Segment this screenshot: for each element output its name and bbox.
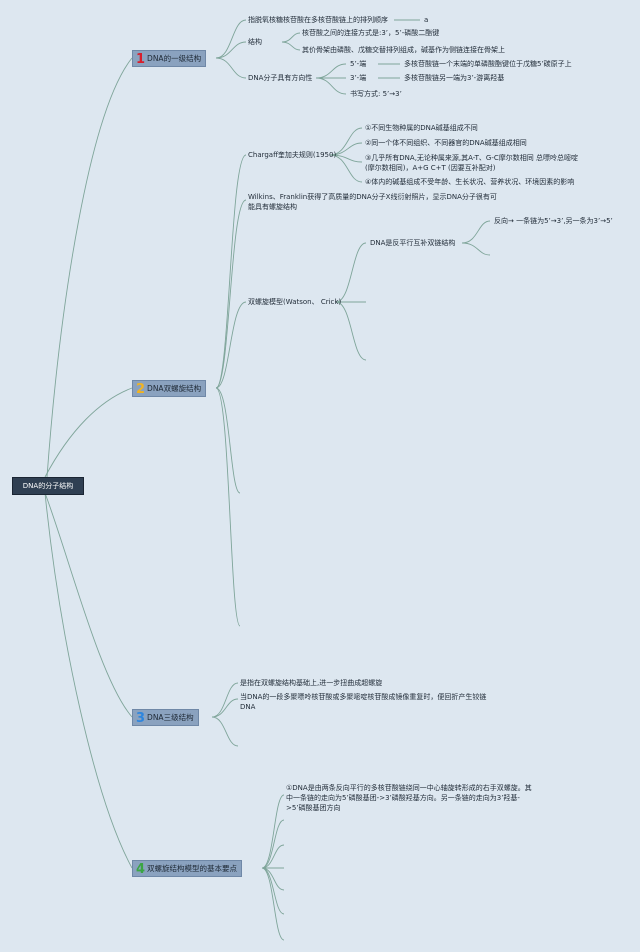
b2-antiparallel: DNA是反平行互补双链结构 [370, 239, 456, 247]
b1-definition-note: a [424, 16, 429, 24]
branch-4-number: 4 [136, 862, 146, 877]
b1-end-3: 3’-端 [350, 74, 367, 82]
b1-direction: DNA分子具有方向性 [248, 74, 313, 82]
b1-end-5: 5’-端 [350, 60, 367, 68]
b4-point-1: ①DNA是由两条反向平行的多核苷酸链绕同一中心轴旋转形成的右手双螺旋。其中一条链… [286, 784, 532, 812]
b2-chargaff: Chargaff奎加夫规则(1950) [248, 151, 337, 159]
b1-structure-link: 核苷酸之间的连接方式是:3’，5’-磷酸二酯键 [302, 29, 440, 37]
b2-rule-1: ①不同生物种属的DNA碱基组成不同 [365, 124, 478, 132]
branch-1-number: 1 [136, 52, 146, 67]
root-topic[interactable]: DNA的分子结构 [12, 477, 84, 495]
b1-structure-backbone: 其价骨架由磷酸、戊糖交替排列组成，碱基作为侧链连接在骨架上 [302, 46, 505, 54]
b2-model: 双螺旋模型(Watson、 Crick) [248, 298, 342, 306]
branch-2-number: 2 [136, 382, 146, 397]
b2-rule-2: ②同一个体不同组织、不同器官的DNA碱基组成相同 [365, 139, 527, 147]
b3-item-2: 当DNA的一段多聚嘌呤核苷酸或多聚嘧啶核苷酸成镜像重复时，便回折产生铰链DNA [240, 693, 487, 711]
branch-3-number: 3 [136, 711, 146, 726]
b3-item-1: 是指在双螺旋结构基础上,进一步扭曲成超螺旋 [240, 679, 383, 687]
b2-antiparallel-detail: 反向→ 一条链为5’→3’,另一条为3’→5’ [494, 217, 613, 225]
b1-end-5-desc: 多核苷酸链一个末端的单磷酸酯键位于戊糖5’碳原子上 [404, 60, 572, 68]
b2-wilkins: Wilkins、Franklin获得了高质量的DNA分子X线衍射照片，显示DNA… [248, 193, 497, 211]
b1-end-3-desc: 多核苷酸链另一端为3’-游离羟基 [404, 74, 505, 82]
b1-structure: 结构 [248, 38, 262, 46]
b1-definition: 指脱氧核糖核苷酸在多核苷酸链上的排列顺序 [248, 16, 388, 24]
branch-3-label: DNA三级结构 [147, 713, 194, 722]
branch-2-label: DNA双螺旋结构 [147, 384, 202, 393]
branch-1-label: DNA的一级结构 [147, 54, 202, 63]
b2-rule-4: ④体内的碱基组成不受年龄、生长状况、营养状况、环境因素的影响 [365, 178, 575, 186]
branch-4-label: 双螺旋结构模型的基本要点 [147, 864, 238, 873]
b1-writing: 书写方式: 5’→3’ [350, 90, 402, 98]
b2-rule-3: ③几乎所有DNA,无论种属来源,其A-T、G-C摩尔数相同 总嘌呤总嘧啶(摩尔数… [365, 154, 578, 172]
